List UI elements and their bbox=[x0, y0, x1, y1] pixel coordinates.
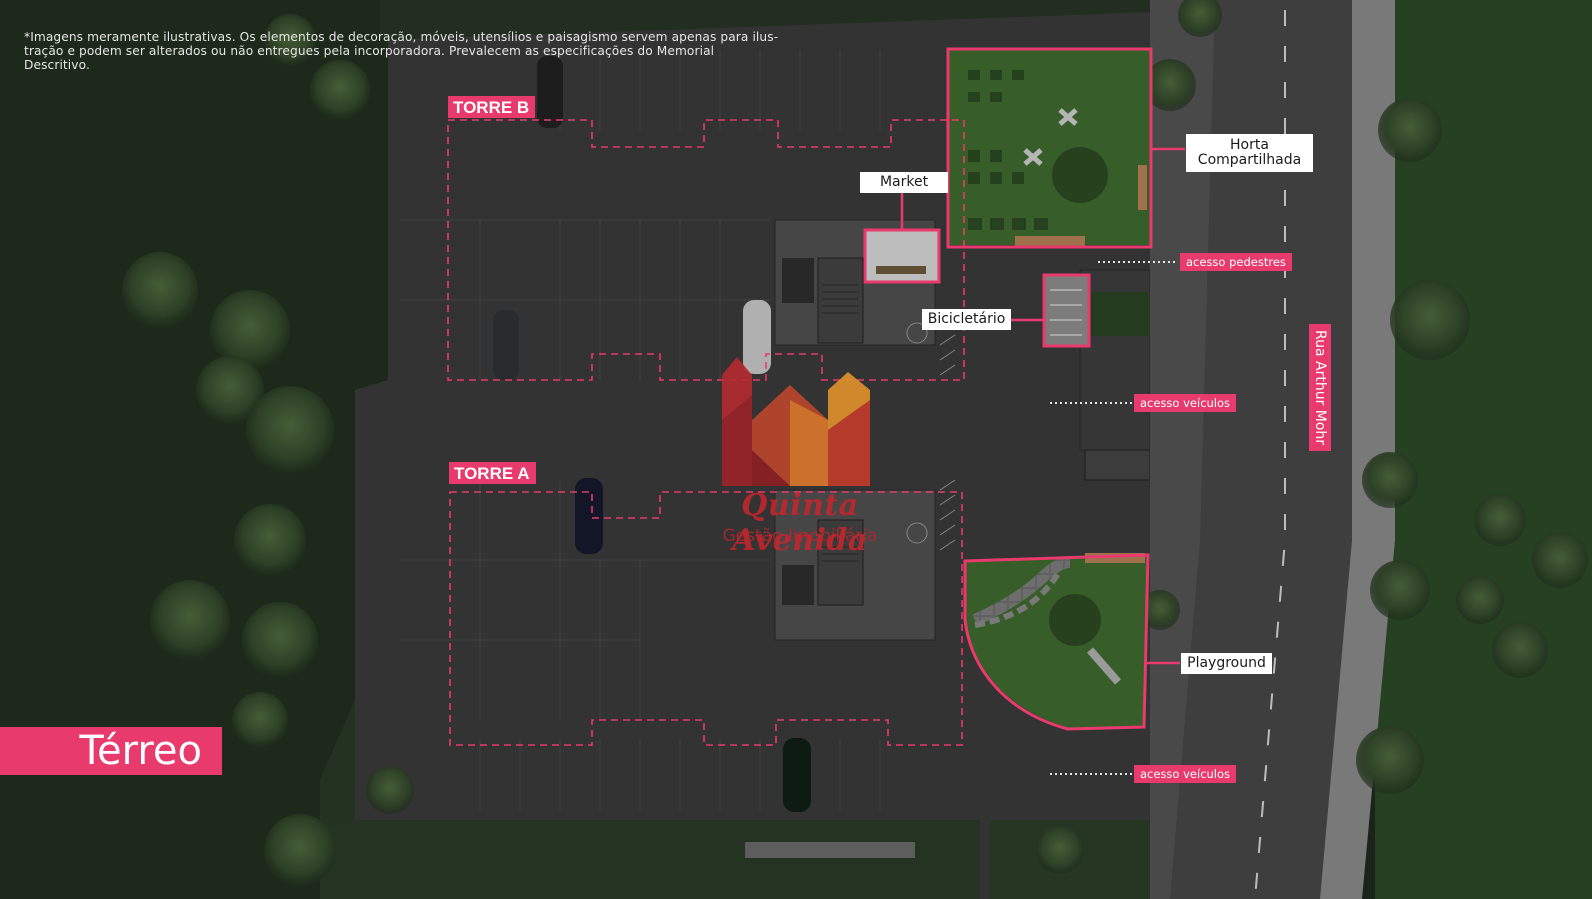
acesso-veiculos-bottom-label: acesso veículos bbox=[1134, 765, 1237, 783]
parking-grid bbox=[400, 50, 881, 810]
horta-area bbox=[949, 50, 1151, 245]
tower-a-outline bbox=[449, 491, 963, 746]
watermark-brand-subtitle: Gestão Imobiliária bbox=[722, 526, 878, 546]
watermark-brand-name: Quinta Avenida bbox=[732, 488, 868, 558]
playground-label: Playground bbox=[1181, 653, 1272, 674]
floor-title: Térreo bbox=[0, 727, 222, 775]
road-center-line bbox=[1254, 10, 1286, 899]
bottom-slab bbox=[745, 842, 915, 858]
horta-compartilhada-label: Horta Compartilhada bbox=[1186, 134, 1313, 172]
road bbox=[1170, 0, 1352, 899]
bicicletario-label: Bicicletário bbox=[922, 309, 1011, 330]
disclaimer-text: *Imagens meramente ilustrativas. Os elem… bbox=[24, 30, 784, 72]
cars bbox=[493, 56, 811, 812]
acesso-pedestres-label: acesso pedestres bbox=[1180, 253, 1292, 271]
horta-label-line-2: Compartilhada bbox=[1197, 152, 1302, 168]
road-curb bbox=[1320, 0, 1395, 899]
bottom-grass bbox=[320, 820, 980, 899]
horta-label-line-1: Horta bbox=[1230, 137, 1269, 153]
disclaimer-line-1: *Imagens meramente ilustrativas. Os elem… bbox=[24, 30, 779, 44]
watermark-logo bbox=[722, 357, 870, 486]
torre-b-label: TORRE B bbox=[448, 96, 536, 118]
market-label: Market bbox=[860, 172, 948, 193]
tower-b-outline bbox=[447, 119, 965, 381]
acesso-veiculos-top-label: acesso veículos bbox=[1134, 394, 1237, 412]
disclaimer-line-2: tração e podem ser alterados ou não entr… bbox=[24, 44, 715, 72]
torre-a-label: TORRE A bbox=[449, 462, 536, 484]
tower-outlines bbox=[447, 119, 965, 746]
trees bbox=[122, 0, 1588, 886]
street-name-label: Rua Arthur Mohr bbox=[1309, 324, 1331, 452]
leader-lines bbox=[900, 147, 1185, 665]
access-leaders bbox=[1050, 261, 1178, 775]
